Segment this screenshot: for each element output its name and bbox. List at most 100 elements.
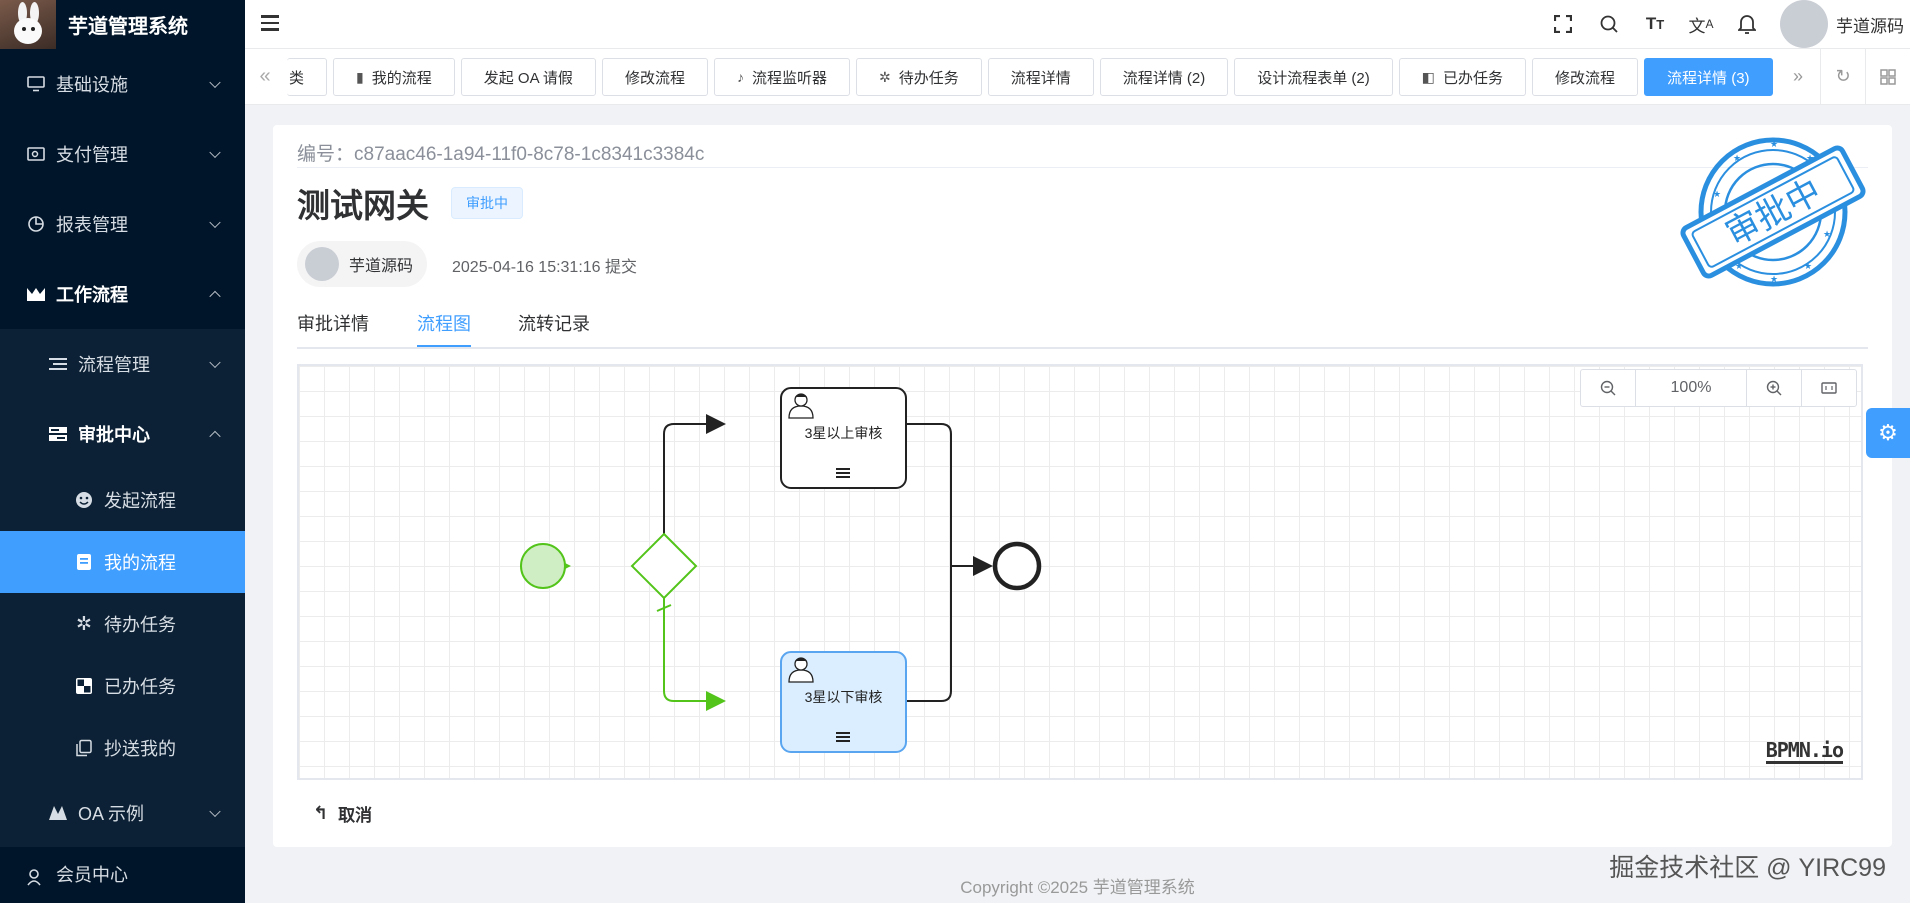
tag-item[interactable]: 修改流程 [601,58,708,96]
zoom-toolbar: 100% [1580,369,1857,407]
tag-item[interactable]: 类 [287,58,328,96]
sidebar-item-workflow[interactable]: 工作流程 [0,259,245,329]
sidebar-item-process-mgmt[interactable]: 流程管理 [0,329,245,399]
approval-stamp: ★★★ ★★ ★★ ★★★ 审批中 [1680,137,1866,287]
fullscreen-icon[interactable] [1540,0,1586,48]
tag-item[interactable]: 设计流程表单 (2) [1234,58,1393,96]
cancel-button[interactable]: ↰ 取消 [313,801,372,826]
tab-flow-chart[interactable]: 流程图 [417,307,471,347]
user-name[interactable]: 芋道源码 [1836,16,1904,36]
sidebar-item-done[interactable]: 已办任务 [0,655,245,717]
sequence-flow[interactable] [902,556,993,702]
tag-label: 修改流程 [1555,69,1616,87]
settings-gear-button[interactable]: ⚙ [1866,408,1910,458]
sidebar-item-label: 我的流程 [104,553,176,573]
pie-chart-icon [26,214,46,234]
sidebar-item-label: 发起流程 [104,491,176,511]
bpmn-canvas[interactable]: 3星以上审核 3星以下审核 100% BPMN.io [297,364,1863,780]
sidebar-item-cc[interactable]: 抄送我的 [0,717,245,779]
start-event[interactable] [520,543,566,589]
grid-menu-icon[interactable] [1865,49,1910,104]
bpmn-io-logo[interactable]: BPMN.io [1765,738,1844,764]
task-label-lower: 3星以下审核 [805,689,883,705]
sidebar-item-my-process[interactable]: 我的流程 [0,531,245,593]
book-icon: ▮ [356,68,364,85]
tags-bar: « 类 ▮ 我的流程 发起 OA 请假 修改流程 ♪ 流程监听器 ✲ 待办任务 流程详… [245,49,1910,105]
exclusive-gateway[interactable] [630,532,698,600]
bell-icon[interactable] [1724,0,1770,48]
sequence-flow[interactable] [902,423,952,566]
tag-label: 流程监听器 [751,69,827,87]
starter-name: 芋道源码 [349,258,414,275]
page-title: 测试网关 [297,187,429,224]
tag-item[interactable]: ♪ 流程监听器 [713,58,850,96]
tag-item[interactable]: 修改流程 [1532,58,1639,96]
scroll-left-icon[interactable]: « [245,49,285,104]
svg-text:★: ★ [1735,261,1743,271]
detail-tabs: 审批详情 流程图 流转记录 [297,307,1868,349]
search-icon[interactable] [1586,0,1632,48]
chevron-down-icon [209,805,221,818]
tag-label: 流程详情 [1010,69,1071,87]
end-event[interactable] [992,541,1042,591]
checker-icon: ◧ [1421,68,1435,85]
tag-label: 待办任务 [898,69,959,87]
zoom-out-icon[interactable] [1581,370,1636,406]
status-badge: 审批中 [451,187,523,219]
logo[interactable]: 芋道管理系统 [0,0,245,49]
checker-icon [74,676,94,696]
tag-label: 修改流程 [624,69,685,87]
scroll-right-icon[interactable]: » [1792,66,1803,86]
sidebar-item-label: 支付管理 [56,145,128,165]
approval-icon [48,424,68,444]
sidebar-item-reports[interactable]: 报表管理 [0,189,245,259]
sequence-flow[interactable] [663,592,726,711]
gear-icon: ✲ [878,68,891,85]
svg-text:★: ★ [1823,229,1831,239]
sidebar-item-start-process[interactable]: 发起流程 [0,469,245,531]
sidebar-item-member[interactable]: 会员中心 [0,847,245,887]
user-avatar[interactable] [1780,0,1828,48]
sidebar-item-label: 工作流程 [56,285,128,305]
tag-item[interactable]: 发起 OA 请假 [460,58,596,96]
zoom-in-icon[interactable] [1747,370,1802,406]
user-icon [788,657,814,683]
default-flow-mark [656,604,672,612]
tag-item[interactable]: ◧ 已办任务 [1398,58,1527,96]
process-serial: 编号：c87aac46-1a94-11f0-8c78-1c8341c3384c [297,144,705,165]
svg-text:★: ★ [1770,274,1778,284]
sidebar-item-infra[interactable]: 基础设施 [0,49,245,119]
tag-label: 已办任务 [1443,69,1504,87]
fit-view-icon[interactable] [1802,370,1856,406]
collapse-menu-icon[interactable] [261,15,279,35]
tag-item-active[interactable]: 流程详情 (3) [1644,58,1773,96]
sidebar-item-payment[interactable]: 支付管理 [0,119,245,189]
sidebar-item-approval-center[interactable]: 审批中心 [0,399,245,469]
bpmn-diagram: 3星以上审核 3星以下审核 [520,387,1042,753]
smile-icon [74,490,94,510]
refresh-icon[interactable]: ↻ [1820,49,1865,104]
ear-icon: ♪ [736,69,744,85]
sidebar-item-label: OA 示例 [78,804,145,824]
sidebar-item-label: 待办任务 [104,615,176,635]
tab-transfer-records[interactable]: 流转记录 [518,314,590,334]
tag-item[interactable]: 流程详情 [987,58,1094,96]
tag-label: 我的流程 [371,69,432,87]
sidebar-item-todo[interactable]: ✲ 待办任务 [0,593,245,655]
gear-icon: ✲ [76,613,92,635]
sequence-flow[interactable] [663,414,726,540]
sidebar-item-oa[interactable]: OA 示例 [0,779,245,847]
tag-item[interactable]: ▮ 我的流程 [333,58,455,96]
chevron-down-icon [209,76,221,89]
list-icon [48,354,68,374]
tab-approval-detail[interactable]: 审批详情 [297,314,369,334]
monitor-icon [26,74,46,94]
tag-item[interactable]: 流程详情 (2) [1099,58,1229,96]
svg-text:★: ★ [1804,261,1812,271]
tag-item[interactable]: ✲ 待办任务 [855,58,982,96]
app-title: 芋道管理系统 [68,16,188,38]
gear-icon: ⚙ [1878,420,1898,445]
sidebar-item-label: 会员中心 [56,865,128,885]
